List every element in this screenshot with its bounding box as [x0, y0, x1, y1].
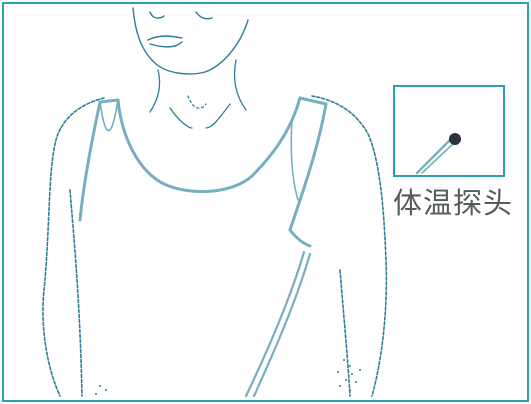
probe-tip	[449, 133, 461, 145]
probe-wire	[417, 139, 451, 173]
face-sketch	[133, 8, 248, 74]
probe-icon	[395, 87, 503, 175]
body-outline	[43, 96, 386, 396]
armpit-shading	[95, 359, 361, 395]
probe-label: 体温探头	[393, 186, 517, 220]
neck-sketch	[150, 60, 246, 128]
vest-outline	[80, 98, 326, 246]
probe-inset	[393, 85, 505, 177]
probe-cable	[246, 252, 310, 396]
probe-wire-inner	[422, 142, 455, 173]
